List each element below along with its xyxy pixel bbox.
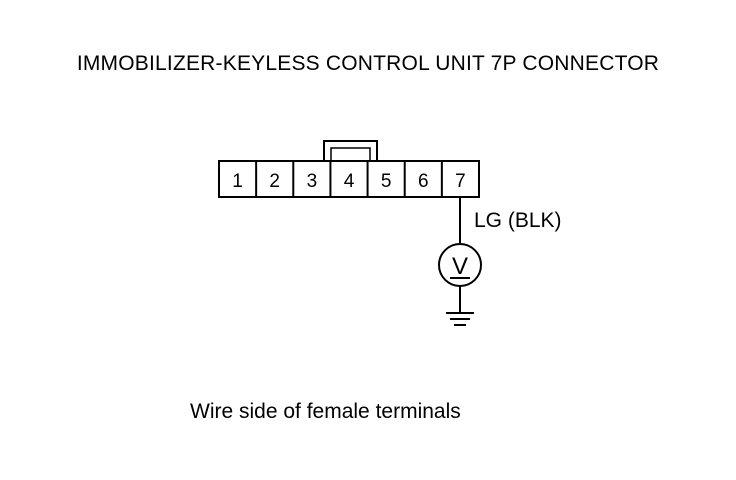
ground-icon bbox=[446, 312, 474, 326]
voltmeter-symbol: V bbox=[438, 243, 482, 287]
terminal-4-label: 4 bbox=[344, 171, 355, 192]
terminal-7-label: 7 bbox=[455, 171, 466, 192]
terminal-5-label: 5 bbox=[381, 171, 392, 192]
voltmeter-label: V bbox=[452, 253, 468, 280]
connector-body bbox=[218, 160, 480, 198]
connector-lock-tab bbox=[323, 140, 378, 162]
terminal-1-label: 1 bbox=[232, 171, 243, 192]
terminal-2-label: 2 bbox=[269, 171, 280, 192]
terminal-6-label: 6 bbox=[418, 171, 429, 192]
wire-color-label: LG (BLK) bbox=[474, 209, 562, 232]
diagram-caption: Wire side of female terminals bbox=[190, 400, 461, 423]
diagram-title: IMMOBILIZER-KEYLESS CONTROL UNIT 7P CONN… bbox=[76, 52, 660, 75]
terminal-3-label: 3 bbox=[307, 171, 318, 192]
connector-terminals: 1 2 3 4 5 6 7 bbox=[232, 161, 466, 197]
